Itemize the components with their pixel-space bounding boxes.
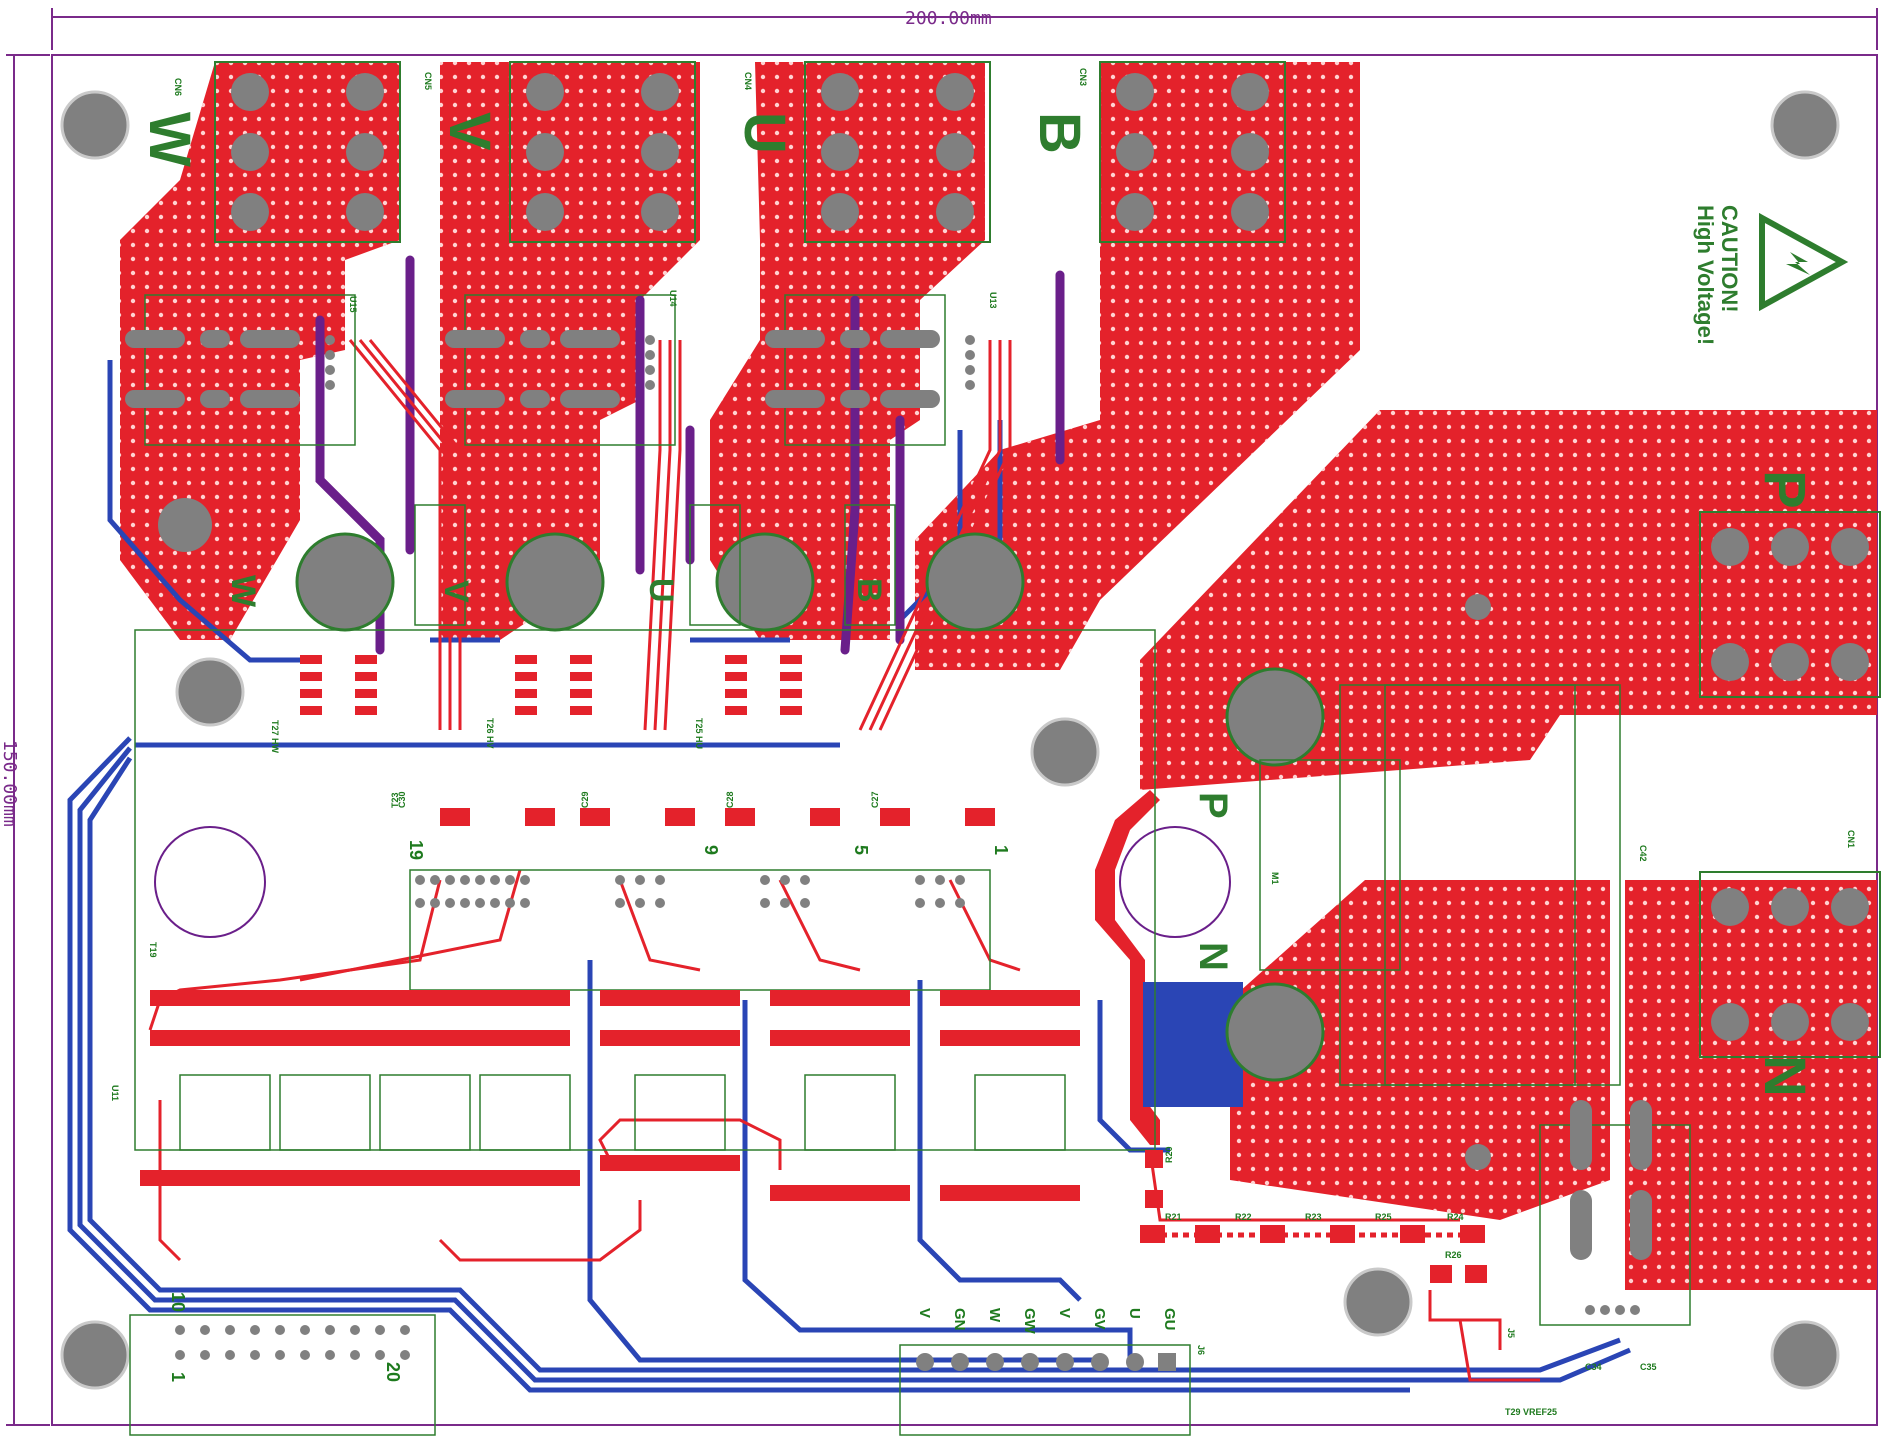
- phase-label-v: V: [437, 580, 475, 603]
- j6-pin-7: U: [1126, 1308, 1143, 1319]
- connector-label-p: P: [1752, 470, 1817, 509]
- connector-ref-cn6: CN6: [173, 78, 183, 96]
- driver-ic-outlines: [129, 869, 1191, 1436]
- height-dimension: 150.00mm: [0, 740, 20, 827]
- misc-ref-u11: U11: [110, 1085, 120, 1101]
- connector-label-u: U: [732, 112, 797, 154]
- left-header-pin-20: 20: [383, 1362, 403, 1382]
- j6-pin-1: V: [916, 1308, 933, 1318]
- capacitor-outlines: [154, 826, 1231, 938]
- misc-refs: T23 M1 C42 R20 U11 T19 T29 VREF25 J5 J6 …: [110, 792, 1657, 1417]
- transistor-refs: T27 HW T26 HV T25 HU: [270, 718, 704, 754]
- caution-title: CAUTION!: [1717, 205, 1742, 313]
- header-pin-19: 19: [406, 840, 426, 860]
- phase-label-u: U: [642, 578, 680, 603]
- header-pin-9: 9: [701, 845, 721, 855]
- top-connector-footprints: [214, 61, 1881, 1058]
- connector-ref-cn3: CN3: [1078, 68, 1088, 86]
- misc-ref-c42: C42: [1638, 845, 1648, 862]
- top-traces: [148, 339, 1540, 1382]
- left-header-pin-1: 1: [168, 1372, 188, 1382]
- bus-label-p: P: [1191, 792, 1235, 819]
- bottom-copper-block: [1143, 982, 1243, 1107]
- j6-pin-3: W: [986, 1308, 1003, 1323]
- module-outlines: [134, 294, 1691, 1326]
- connector-ref-cn4: CN4: [743, 72, 753, 90]
- misc-ref-r20: R20: [1164, 1146, 1174, 1163]
- phase-label-w: W: [224, 575, 262, 608]
- cap-ref-c28: C28: [725, 791, 735, 808]
- misc-ref-j6: J6: [1196, 1345, 1206, 1355]
- transistor-ref-t27: T27 HW: [270, 720, 280, 754]
- connector-label-n: N: [1752, 1055, 1817, 1097]
- connector-label-w: W: [137, 112, 202, 167]
- bus-label-n: N: [1191, 942, 1235, 971]
- logic-pads: [140, 990, 1080, 1201]
- resistor-chain-labels: R21 R22 R23 R25 R24: [1165, 1212, 1464, 1222]
- resistor-ref-r23: R23: [1305, 1212, 1322, 1222]
- terminal-holes: [158, 498, 1325, 1082]
- cap-refs: C30 C29 C28 C27: [397, 791, 880, 808]
- transistor-ref-t26: T26 HV: [485, 718, 495, 749]
- dimension-lines: [6, 8, 1878, 1426]
- caution-subtitle: High Voltage!: [1693, 205, 1718, 345]
- phase-labels: W V U B P N: [224, 575, 1235, 971]
- header-pin-5: 5: [851, 845, 871, 855]
- transistor-ref-t25: T25 HU: [694, 718, 704, 749]
- ic-ref-u14: U14: [668, 290, 678, 307]
- j6-pin-6: GV: [1091, 1308, 1108, 1330]
- misc-ref-t23: T23: [390, 792, 400, 808]
- cap-ref-c30: C30: [397, 791, 407, 808]
- module-pads: [125, 330, 1652, 1260]
- ic-ref-u15: U15: [348, 296, 358, 313]
- connector-label-v: V: [437, 112, 502, 151]
- resistor-ref-r24: R24: [1447, 1212, 1464, 1222]
- keepout-strips: [315, 255, 1065, 655]
- left-header-pin-10: 10: [168, 1292, 188, 1312]
- misc-ref-c35: C35: [1640, 1362, 1657, 1372]
- via-field: [120, 62, 1877, 1290]
- j6-pin-2: GN: [951, 1308, 968, 1331]
- header-pins: [175, 335, 1640, 1371]
- caution-icon: [1759, 212, 1849, 312]
- connector-letters: W V U B P N CN6 CN5 CN4 CN3 CN1: [137, 68, 1856, 1097]
- connector-label-b: B: [1027, 112, 1092, 154]
- j6-pin-8: GU: [1161, 1308, 1178, 1331]
- resistor-ref-r21: R21: [1165, 1212, 1182, 1222]
- j6-pin-labels: V GN W GW V GV U GU: [916, 1308, 1178, 1335]
- connector-pads: [231, 73, 1869, 1041]
- left-header-labels: 10 20 1: [168, 1292, 403, 1382]
- connector-ref-cn1: CN1: [1846, 830, 1856, 848]
- smd-pads: [300, 655, 1487, 1283]
- misc-ref-m1: M1: [1270, 872, 1280, 885]
- resistor-ref-r22: R22: [1235, 1212, 1252, 1222]
- misc-ref-t19: T19: [148, 942, 158, 958]
- j6-pin-4: GW: [1021, 1308, 1038, 1335]
- misc-ref-j5: J5: [1506, 1328, 1516, 1338]
- width-dimension: 200.00mm: [905, 8, 992, 29]
- misc-ref-t29: T29 VREF25: [1505, 1407, 1557, 1417]
- mounting-holes: [60, 90, 1840, 1390]
- resistor-ref-r25: R25: [1375, 1212, 1392, 1222]
- cap-ref-c27: C27: [870, 791, 880, 808]
- header-pin-labels: 19 9 5 1: [406, 840, 1011, 860]
- misc-ref-r26: R26: [1445, 1250, 1462, 1260]
- j6-pin-5: V: [1056, 1308, 1073, 1318]
- misc-ref-c34: C34: [1585, 1362, 1602, 1372]
- ic-ref-u13: U13: [988, 292, 998, 309]
- cap-ref-c29: C29: [580, 791, 590, 808]
- header-pin-1: 1: [991, 845, 1011, 855]
- connector-ref-cn5: CN5: [423, 72, 433, 90]
- phase-label-b: B: [850, 578, 888, 603]
- ic-refs: U15 U14 U13: [348, 290, 998, 313]
